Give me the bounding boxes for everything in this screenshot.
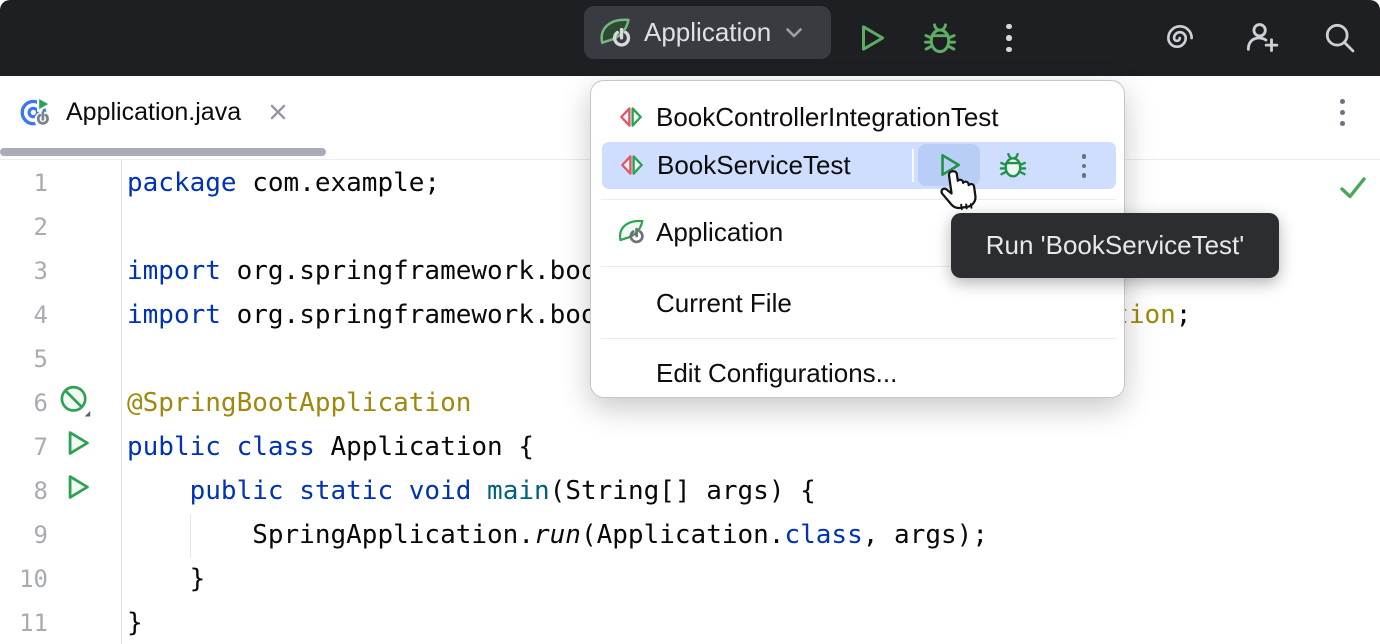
junit-test-icon [617, 103, 645, 136]
gutter-separator [121, 160, 122, 644]
chevron-down-icon [785, 27, 803, 39]
ai-assistant-icon [1162, 20, 1198, 56]
spring-boot-icon [617, 217, 647, 252]
code-line: SpringApplication.run(Application.class,… [127, 513, 1191, 557]
menu-more-button[interactable] [1074, 152, 1094, 180]
spring-run-gutter-icon[interactable] [58, 384, 98, 423]
main-toolbar: Application [0, 0, 1380, 76]
line-number: 9 [0, 513, 48, 557]
menu-item-label: BookServiceTest [657, 142, 851, 189]
add-user-button[interactable] [1242, 18, 1282, 58]
line-number: 8 [0, 469, 48, 513]
tab-options-button[interactable] [1326, 84, 1358, 140]
run-tooltip: Run 'BookServiceTest' [951, 213, 1279, 278]
hand-cursor [935, 165, 990, 224]
menu-row-separator [912, 149, 914, 182]
line-number: 6 [0, 381, 48, 425]
close-icon[interactable] [267, 101, 289, 123]
menu-item-label: Current File [656, 281, 792, 325]
menu-item-label: Edit Configurations... [656, 351, 897, 395]
run-gutter-icon[interactable] [62, 472, 92, 507]
run-configuration-selector[interactable]: Application [584, 6, 831, 59]
menu-item-edit-configurations[interactable]: Edit Configurations... [601, 351, 1116, 395]
line-number: 5 [0, 337, 48, 381]
line-number: 7 [0, 425, 48, 469]
code-line: } [127, 601, 1191, 644]
spring-boot-icon [598, 15, 634, 51]
run-gutter-icon[interactable] [62, 428, 92, 463]
menu-item-label: Application [656, 210, 783, 254]
line-number: 4 [0, 293, 48, 337]
line-number: 2 [0, 205, 48, 249]
code-line: public class Application { [127, 425, 1191, 469]
menu-item-label: BookControllerIntegrationTest [656, 95, 999, 139]
menu-separator [601, 199, 1116, 200]
line-number: 3 [0, 249, 48, 293]
more-vertical-icon [1006, 24, 1012, 53]
spring-boot-run-file-icon [18, 94, 54, 130]
search-button[interactable] [1320, 18, 1360, 58]
menu-item-current-file[interactable]: Current File [601, 281, 1116, 325]
menu-debug-button[interactable] [998, 150, 1028, 185]
tab-scrollbar-thumb[interactable] [0, 148, 326, 156]
run-configuration-label: Application [644, 17, 771, 48]
add-user-icon [1243, 19, 1281, 57]
line-number: 10 [0, 557, 48, 601]
menu-item-bookservicetest[interactable]: BookServiceTest [602, 142, 1116, 189]
junit-test-icon [618, 151, 646, 184]
tab-application-java[interactable]: Application.java [18, 76, 289, 148]
code-line: public static void main(String[] args) { [127, 469, 1191, 513]
line-number: 11 [0, 601, 48, 644]
tab-title: Application.java [66, 98, 241, 127]
menu-item-bookcontrollerintegrationtest[interactable]: BookControllerIntegrationTest [601, 95, 1116, 139]
toolbar-more-button[interactable] [989, 18, 1029, 58]
more-vertical-icon [1082, 154, 1087, 178]
menu-separator [601, 338, 1116, 339]
debug-icon [998, 150, 1028, 180]
run-button[interactable] [852, 18, 892, 58]
gutter: 1234567891011 [0, 161, 48, 644]
code-line: } [127, 557, 1191, 601]
more-vertical-icon [1340, 99, 1345, 126]
ai-assistant-button[interactable] [1160, 18, 1200, 58]
debug-button[interactable] [920, 18, 960, 58]
line-number: 1 [0, 161, 48, 205]
debug-icon [922, 20, 958, 56]
search-icon [1322, 20, 1358, 56]
inspection-ok-icon[interactable] [1338, 173, 1368, 208]
tooltip-text: Run 'BookServiceTest' [986, 230, 1245, 261]
run-icon [855, 21, 889, 55]
